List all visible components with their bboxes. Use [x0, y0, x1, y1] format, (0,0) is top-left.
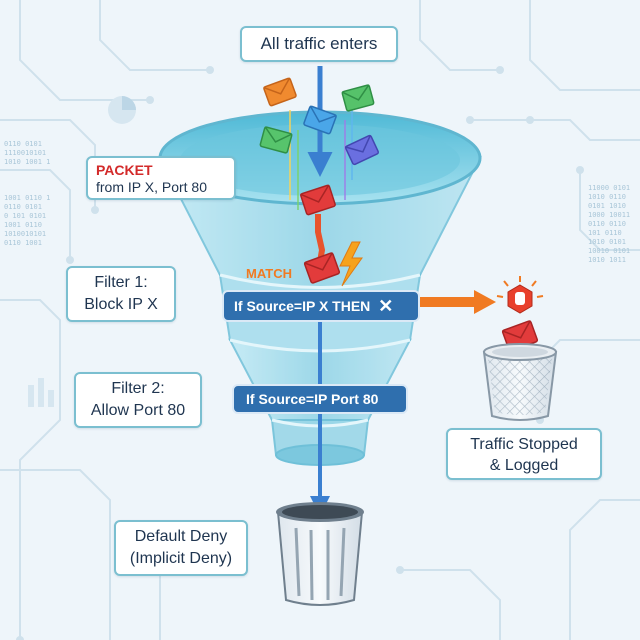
- matched-envelope-icon: [303, 252, 341, 284]
- filter2-label: Filter 2: Allow Port 80: [74, 372, 202, 428]
- binary-code-right: 11000 0101 1010 0110 0101 1010 1000 1001…: [588, 184, 631, 264]
- filter2-label-line1: Filter 2:: [111, 380, 165, 397]
- packet-envelopes: [259, 77, 380, 216]
- filter1-label-line2: Block IP X: [84, 296, 158, 313]
- default-deny-label: Default Deny (Implicit Deny): [114, 520, 248, 576]
- stop-hand-icon: [496, 276, 544, 314]
- default-deny-trash-can-icon: [276, 502, 364, 606]
- bar-graph-decoration: [28, 378, 54, 407]
- traffic-stopped-label: Traffic Stopped & Logged: [446, 428, 602, 480]
- filter2-rule-bar: If Source=IP Port 80: [232, 384, 408, 414]
- filter2-rule-text: If Source=IP Port 80: [246, 391, 379, 407]
- binary-code-left: 0110 0101 1110010101 1010 1001 1 1001 01…: [4, 140, 51, 247]
- envelope-icon: [303, 105, 337, 135]
- default-deny-line1: Default Deny: [134, 528, 228, 545]
- packet-envelope-icon: [300, 184, 336, 216]
- filter1-rule-text: If Source=IP X THEN: [234, 298, 371, 314]
- envelope-icon: [341, 84, 375, 112]
- envelope-icon: [263, 77, 297, 107]
- packet-label: PACKET from IP X, Port 80: [86, 156, 236, 200]
- filter1-label-line1: Filter 1:: [94, 274, 148, 291]
- filter2-label-line2: Allow Port 80: [90, 402, 186, 419]
- filter1-label: Filter 1: Block IP X: [66, 266, 176, 322]
- blocked-trash-can-icon: [482, 320, 558, 421]
- packet-title: PACKET: [96, 162, 153, 178]
- traffic-stopped-line1: Traffic Stopped: [470, 436, 578, 453]
- close-x-icon: ✕: [378, 296, 394, 316]
- packet-detail: from IP X, Port 80: [96, 179, 208, 195]
- pie-chart-icon: [108, 96, 136, 124]
- lightning-bolt-icon: [339, 241, 363, 287]
- block-arrow: [418, 290, 496, 314]
- default-deny-line2: (Implicit Deny): [129, 550, 233, 567]
- all-traffic-label: All traffic enters: [240, 26, 398, 62]
- envelope-icon: [259, 126, 293, 154]
- envelope-icon: [344, 134, 380, 166]
- traffic-stopped-line2: & Logged: [489, 457, 559, 474]
- filter1-rule-bar: If Source=IP X THEN ✕: [222, 290, 420, 322]
- all-traffic-text: All traffic enters: [260, 34, 378, 53]
- match-label: MATCH: [246, 266, 292, 281]
